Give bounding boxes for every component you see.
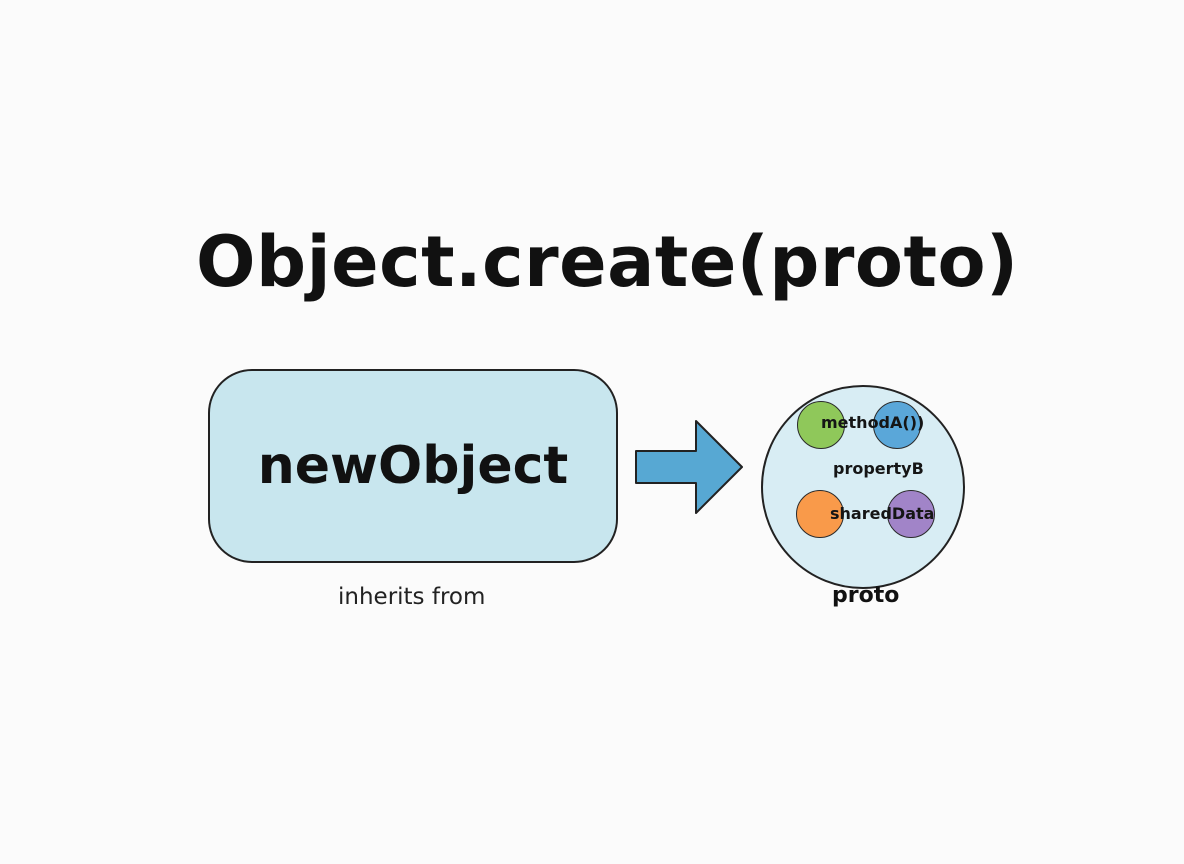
diagram-title: Object.create(proto) xyxy=(196,221,1019,303)
inheritance-arrow-shape xyxy=(635,420,743,514)
property-b-label: propertyB xyxy=(833,459,924,478)
new-object-label: newObject xyxy=(257,436,569,496)
proto-label: proto xyxy=(832,583,900,608)
new-object-box: newObject xyxy=(208,369,618,563)
shared-data-secondary-dot xyxy=(887,490,935,538)
method-a-dot xyxy=(797,401,845,449)
inherits-from-label: inherits from xyxy=(338,584,486,610)
method-a-secondary-dot xyxy=(873,401,921,449)
proto-circle: methodA()) propertyB sharedData xyxy=(761,385,965,589)
shared-data-label: sharedData xyxy=(830,504,935,523)
method-a-label: methodA()) xyxy=(821,413,925,432)
inheritance-arrow xyxy=(635,420,743,514)
shared-data-dot xyxy=(796,490,844,538)
